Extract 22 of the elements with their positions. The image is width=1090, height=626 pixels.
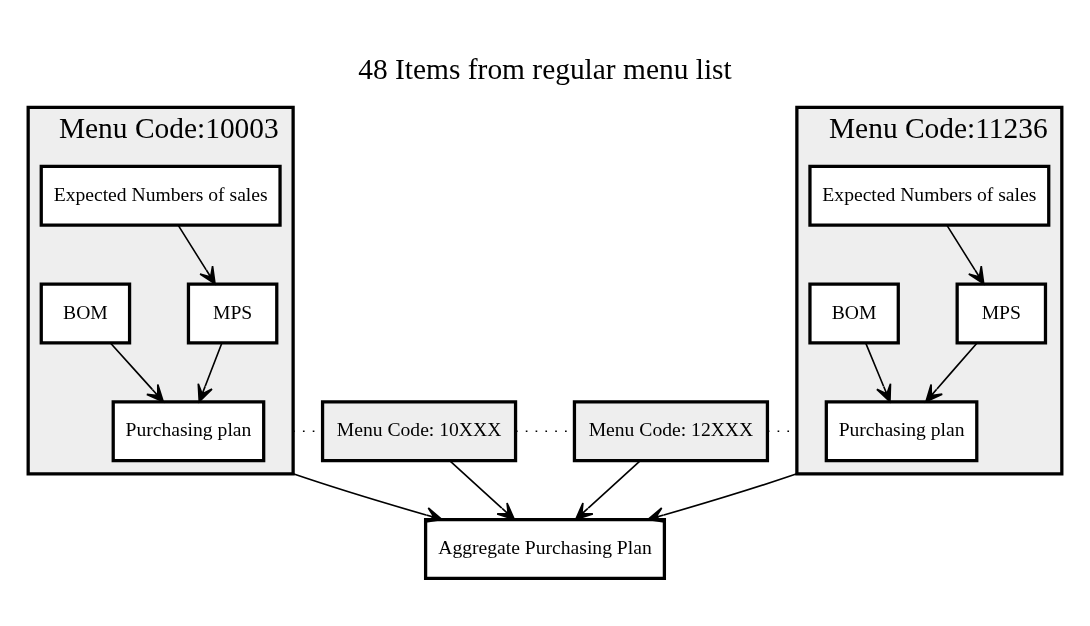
arrow: [110, 342, 165, 402]
node-box: Expected Numbers of sales: [39, 164, 282, 227]
node-box: Expected Numbers of sales: [808, 164, 1051, 227]
arrow: [574, 459, 641, 520]
node-box: BOM: [808, 281, 900, 345]
arrow: [449, 459, 516, 520]
node-box: MPS: [955, 281, 1048, 345]
arrow: [925, 342, 978, 402]
diagram-title: 48 Items from regular menu list: [358, 52, 732, 85]
node-box: Purchasing plan: [824, 399, 979, 462]
arrow: [177, 224, 216, 285]
node-box: MPS: [186, 281, 279, 345]
arrow: [946, 224, 985, 285]
node-box: Purchasing plan: [111, 399, 266, 462]
node-box: Menu Code: 10XXX: [320, 399, 518, 462]
arrow: [865, 342, 892, 402]
node-box: BOM: [39, 281, 132, 345]
node-box: Menu Code: 12XXX: [572, 399, 770, 462]
arrow: [292, 472, 443, 523]
arrow: [197, 342, 223, 402]
arrow: [647, 472, 798, 523]
node-box: Aggregate Purchasing Plan: [423, 517, 667, 580]
